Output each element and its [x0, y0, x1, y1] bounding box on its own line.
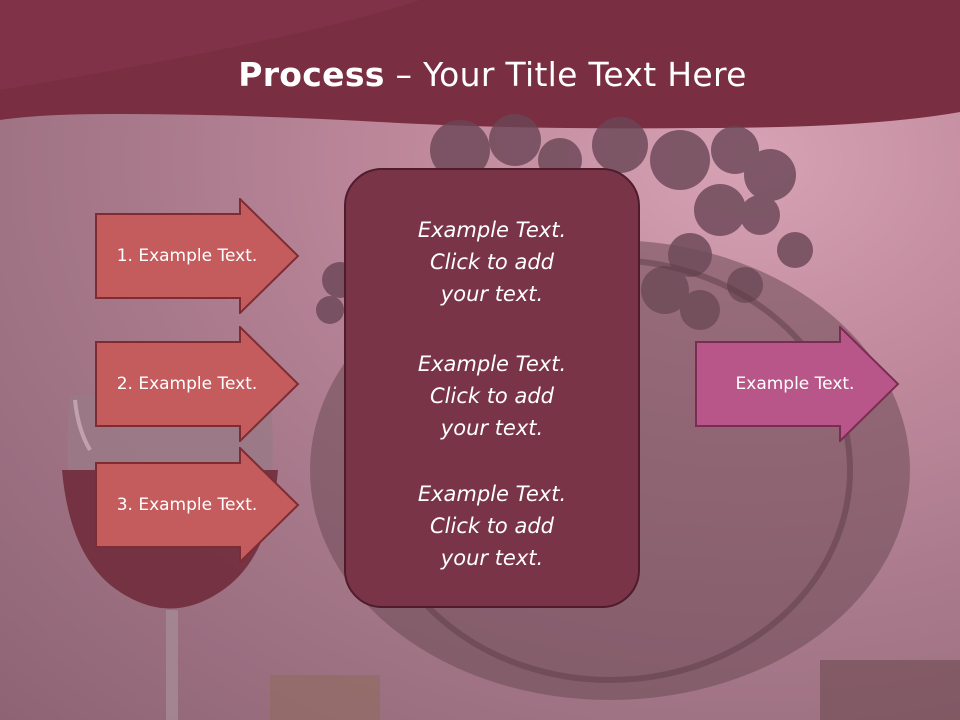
- arrow-output[interactable]: Example Text.: [695, 326, 900, 442]
- text-block-line: your text.: [440, 546, 544, 570]
- arrow-step-3[interactable]: 3. Example Text.: [95, 447, 300, 563]
- arrow-step-2-label: 2. Example Text.: [116, 374, 258, 394]
- text-block-line: Example Text.: [417, 352, 567, 376]
- arrow-step-1-label: 1. Example Text.: [116, 246, 258, 266]
- text-block-line: your text.: [440, 416, 544, 440]
- text-block-1: Example Text. Click to add your text.: [346, 214, 638, 310]
- center-text-box[interactable]: Example Text. Click to add your text. Ex…: [344, 168, 640, 608]
- text-block-2: Example Text. Click to add your text.: [346, 348, 638, 444]
- arrow-step-3-label: 3. Example Text.: [116, 495, 258, 515]
- arrow-step-2-shape: [95, 326, 300, 442]
- text-block-line: Click to add: [429, 384, 554, 408]
- text-block-line: Example Text.: [417, 482, 567, 506]
- header-highlight: [0, 0, 420, 90]
- text-block-line: your text.: [440, 282, 544, 306]
- arrow-step-2[interactable]: 2. Example Text.: [95, 326, 300, 442]
- arrow-step-1[interactable]: 1. Example Text.: [95, 198, 300, 314]
- arrow-output-shape: [695, 326, 900, 442]
- text-block-line: Example Text.: [417, 218, 567, 242]
- arrow-step-1-shape: [95, 198, 300, 314]
- title-rest: – Your Title Text Here: [384, 55, 747, 94]
- arrow-output-label: Example Text.: [735, 374, 855, 394]
- slide-title: Process – Your Title Text Here: [0, 55, 960, 94]
- header-band: [0, 0, 960, 129]
- title-bold: Process: [238, 55, 385, 94]
- text-block-3: Example Text. Click to add your text.: [346, 478, 638, 574]
- text-block-line: Click to add: [429, 514, 554, 538]
- arrow-step-3-shape: [95, 447, 300, 563]
- text-block-line: Click to add: [429, 250, 554, 274]
